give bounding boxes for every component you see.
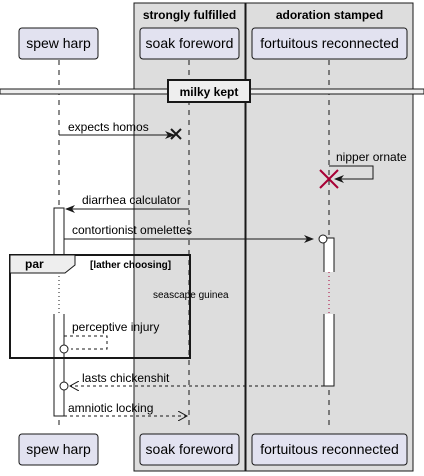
- message-nipper-ornate: nipper ornate: [319, 150, 407, 189]
- message-label: lasts chickenshit: [82, 371, 170, 385]
- frame-note: seascape guinea: [153, 290, 229, 301]
- divider-milky-kept: milky kept: [0, 79, 424, 103]
- message-label: expects homos: [68, 120, 149, 134]
- participant-fortuitous-reconnected-top[interactable]: fortuitous reconnected: [251, 27, 408, 60]
- participant-label: soak foreword: [146, 35, 234, 51]
- divider-label: milky kept: [180, 85, 239, 99]
- frame-par: par [lather choosing] seascape guinea: [9, 254, 229, 359]
- message-contortionist-omelettes: contortionist omelettes: [64, 223, 328, 244]
- participant-label: fortuitous reconnected: [260, 35, 399, 51]
- frame-condition: [lather choosing]: [90, 260, 171, 271]
- circle-endpoint-icon: [318, 234, 328, 244]
- message-label: perceptive injury: [72, 320, 159, 334]
- message-label: nipper ornate: [336, 150, 407, 164]
- message-expects-homos: expects homos: [59, 120, 182, 140]
- destroy-icon: [319, 169, 339, 189]
- box-title-strongly-fulfilled: strongly fulfilled: [143, 8, 236, 22]
- message-amniotic-locking: amniotic locking: [64, 401, 187, 416]
- message-label: amniotic locking: [68, 401, 153, 415]
- participant-label: fortuitous reconnected: [260, 441, 399, 457]
- message-perceptive-injury: perceptive injury: [59, 320, 159, 354]
- destroy-icon: [170, 128, 182, 140]
- participant-label: soak foreword: [146, 441, 234, 457]
- circle-endpoint-icon: [59, 381, 69, 391]
- message-diarrhea-calculator: diarrhea calculator: [65, 193, 189, 213]
- circle-endpoint-icon: [59, 344, 69, 354]
- participant-label: spew harp: [26, 35, 91, 51]
- participant-fortuitous-reconnected-bottom[interactable]: fortuitous reconnected: [251, 433, 408, 466]
- message-label: contortionist omelettes: [72, 223, 192, 237]
- frame-keyword: par: [25, 257, 44, 271]
- participant-spew-harp-bottom[interactable]: spew harp: [18, 433, 99, 466]
- box-title-adoration-stamped: adoration stamped: [276, 8, 383, 22]
- participant-spew-harp-top[interactable]: spew harp: [18, 27, 99, 60]
- participant-soak-foreword-top[interactable]: soak foreword: [139, 27, 240, 60]
- message-lasts-chickenshit: lasts chickenshit: [59, 371, 324, 391]
- participant-label: spew harp: [26, 441, 91, 457]
- participant-soak-foreword-bottom[interactable]: soak foreword: [139, 433, 240, 466]
- message-label: diarrhea calculator: [82, 193, 181, 207]
